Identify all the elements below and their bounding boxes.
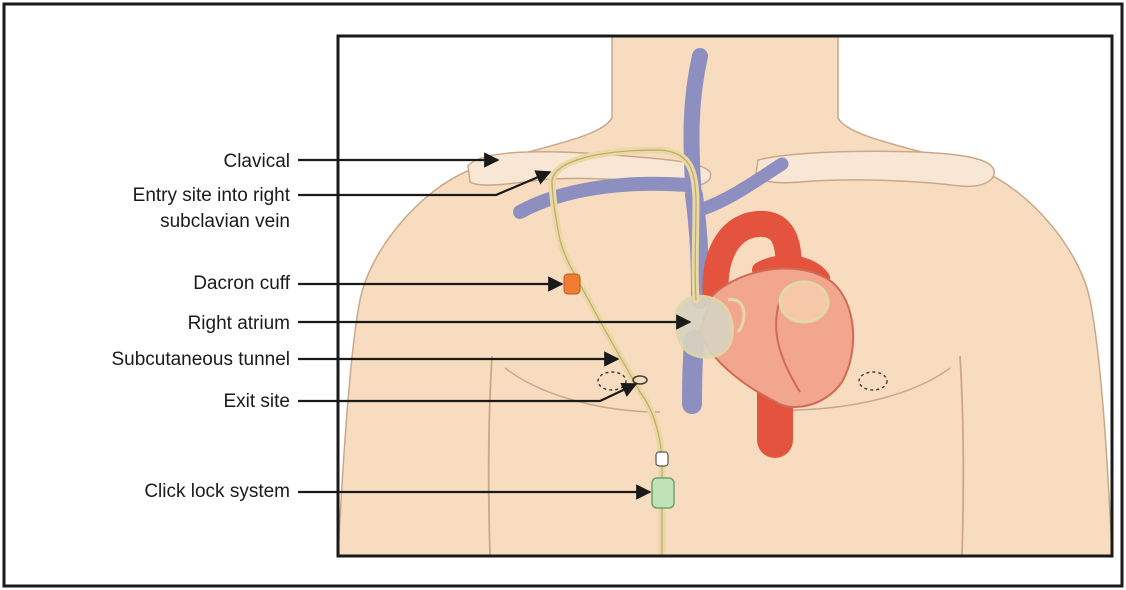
- catheter-connector: [656, 452, 668, 466]
- left-atrium: [780, 282, 828, 322]
- label-right-atrium: Right atrium: [188, 313, 290, 334]
- dacron-cuff: [564, 274, 580, 294]
- label-entry-site-line2: subclavian vein: [160, 211, 290, 232]
- click-lock-device: [652, 478, 674, 508]
- label-entry-site-line1: Entry site into right: [133, 185, 291, 206]
- label-clavical: Clavical: [223, 151, 290, 172]
- label-dacron-cuff: Dacron cuff: [193, 273, 291, 294]
- right-atrium-shape: [676, 296, 732, 357]
- label-click-lock-system: Click lock system: [144, 481, 290, 502]
- label-subcutaneous-tunnel: Subcutaneous tunnel: [111, 349, 290, 370]
- label-exit-site: Exit site: [223, 391, 290, 412]
